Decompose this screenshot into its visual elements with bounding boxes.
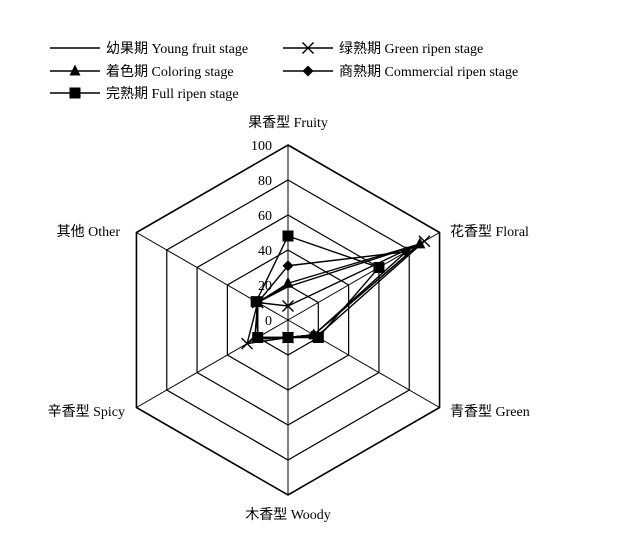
legend-item: 绿熟期 Green ripen stage bbox=[283, 41, 483, 57]
data-point bbox=[69, 87, 81, 99]
data-point bbox=[302, 42, 314, 54]
series bbox=[250, 230, 385, 343]
axis-label: 辛香型 Spicy bbox=[48, 404, 125, 420]
data-point bbox=[373, 262, 385, 273]
tick-label: 60 bbox=[258, 209, 272, 224]
legend-item: 商熟期 Commercial ripen stage bbox=[283, 64, 518, 80]
data-point bbox=[241, 337, 254, 350]
legend-item: 幼果期 Young fruit stage bbox=[50, 41, 248, 57]
legend-label: 绿熟期 Green ripen stage bbox=[339, 41, 483, 57]
legend-item: 完熟期 Full ripen stage bbox=[50, 86, 239, 102]
legend-item: 着色期 Coloring stage bbox=[50, 63, 234, 80]
axis-label: 其他 Other bbox=[57, 224, 121, 240]
data-point bbox=[282, 230, 294, 242]
tick-label: 100 bbox=[251, 139, 272, 154]
axis-label: 木香型 Woody bbox=[245, 507, 331, 523]
tick-label: 20 bbox=[258, 279, 272, 294]
legend-label: 着色期 Coloring stage bbox=[106, 63, 234, 80]
data-point bbox=[282, 260, 294, 272]
legend-label: 完熟期 Full ripen stage bbox=[106, 86, 239, 102]
tick-label: 0 bbox=[265, 314, 272, 329]
data-point bbox=[282, 276, 294, 288]
radial-tick-labels: 0 20 40 60 80 100 bbox=[251, 139, 272, 329]
legend-label: 幼果期 Young fruit stage bbox=[106, 41, 248, 57]
data-point bbox=[400, 246, 412, 258]
data-point bbox=[414, 237, 426, 249]
series-layer bbox=[241, 230, 431, 350]
legend: 幼果期 Young fruit stage 绿熟期 Green ripen sta… bbox=[50, 41, 518, 102]
data-point bbox=[312, 332, 324, 343]
data-point bbox=[250, 296, 262, 308]
x-stroke bbox=[282, 300, 294, 312]
radar-spokes bbox=[136, 145, 440, 495]
data-point bbox=[282, 332, 294, 343]
data-point bbox=[69, 64, 81, 76]
x-stroke bbox=[302, 42, 314, 54]
axis-label: 花香型 Floral bbox=[450, 224, 529, 240]
axis-labels: 果香型 Fruity 花香型 Floral 青香型 Green 木香型 Woody 辛香… bbox=[48, 115, 530, 523]
axis-label: 果香型 Fruity bbox=[248, 115, 328, 131]
data-point bbox=[252, 332, 264, 343]
x-stroke bbox=[241, 337, 254, 350]
legend-label: 商熟期 Commercial ripen stage bbox=[339, 64, 518, 80]
data-point bbox=[302, 65, 314, 77]
axis-label: 青香型 Green bbox=[450, 404, 530, 420]
data-point bbox=[282, 300, 294, 312]
tick-label: 80 bbox=[258, 174, 272, 189]
tick-label: 40 bbox=[258, 244, 272, 259]
series-line bbox=[255, 235, 381, 339]
spoke bbox=[136, 232, 289, 321]
spoke bbox=[287, 232, 440, 321]
spoke bbox=[136, 319, 289, 408]
